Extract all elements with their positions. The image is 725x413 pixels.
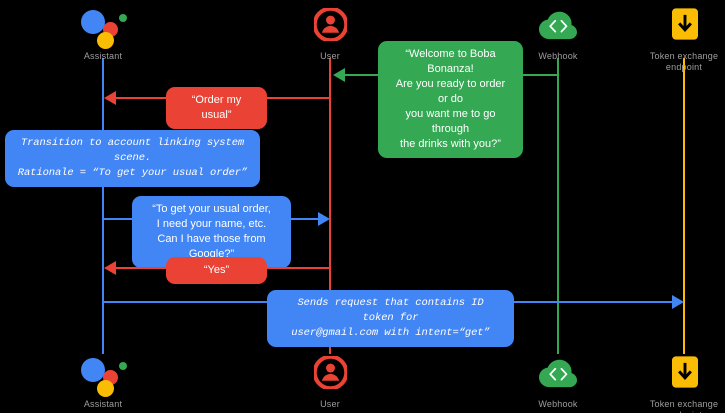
token-download-icon: [624, 352, 725, 396]
bubble-sends-request[interactable]: Sends request that contains ID token for…: [267, 290, 514, 347]
actor-label-user: User: [320, 399, 340, 409]
lifeline-token: [683, 58, 685, 354]
user-avatar-icon: [270, 4, 390, 48]
actor-label-user: User: [320, 51, 340, 61]
msg-sends-request-arrowhead: [672, 295, 684, 309]
actor-label-webhook: Webhook: [538, 399, 578, 409]
actor-token-top[interactable]: Token exchange endpoint: [624, 4, 725, 73]
msg-ask-name-arrowhead: [318, 212, 330, 226]
actor-label-assistant: Assistant: [83, 51, 123, 61]
lifeline-assistant: [102, 58, 104, 354]
actor-label-token: Token exchange endpoint: [649, 399, 719, 413]
bubble-welcome[interactable]: “Welcome to Boba Bonanza! Are you ready …: [378, 41, 523, 158]
actor-user-bottom[interactable]: User: [270, 352, 390, 410]
msg-yes-arrowhead: [104, 261, 116, 275]
actor-label-token: Token exchange endpoint: [649, 51, 719, 72]
user-avatar-icon: [270, 352, 390, 396]
token-download-icon: [624, 4, 725, 48]
bubble-yes[interactable]: “Yes”: [166, 257, 267, 284]
actor-label-assistant: Assistant: [83, 399, 123, 409]
actor-assistant-top[interactable]: Assistant: [43, 4, 163, 62]
actor-token-bottom[interactable]: Token exchange endpoint: [624, 352, 725, 413]
msg-welcome-line: [345, 74, 381, 76]
cloud-code-icon: [498, 352, 618, 396]
google-assistant-icon: [43, 4, 163, 49]
actor-user-top[interactable]: User: [270, 4, 390, 62]
bubble-ask-for-name[interactable]: “To get your usual order, I need your na…: [132, 196, 291, 268]
actor-label-webhook: Webhook: [538, 51, 578, 61]
actor-assistant-bottom[interactable]: Assistant: [43, 352, 163, 410]
lifeline-webhook: [557, 58, 559, 354]
msg-welcome-stub: [520, 74, 558, 76]
bubble-order-my-usual[interactable]: “Order my usual”: [166, 87, 267, 129]
google-assistant-icon: [43, 352, 163, 397]
cloud-code-icon: [498, 4, 618, 48]
actor-webhook-top[interactable]: Webhook: [498, 4, 618, 62]
msg-welcome-arrowhead: [333, 68, 345, 82]
actor-webhook-bottom[interactable]: Webhook: [498, 352, 618, 410]
msg-order-arrowhead: [104, 91, 116, 105]
bubble-transition-note[interactable]: Transition to account linking system sce…: [5, 130, 260, 187]
lifeline-user: [329, 58, 331, 354]
